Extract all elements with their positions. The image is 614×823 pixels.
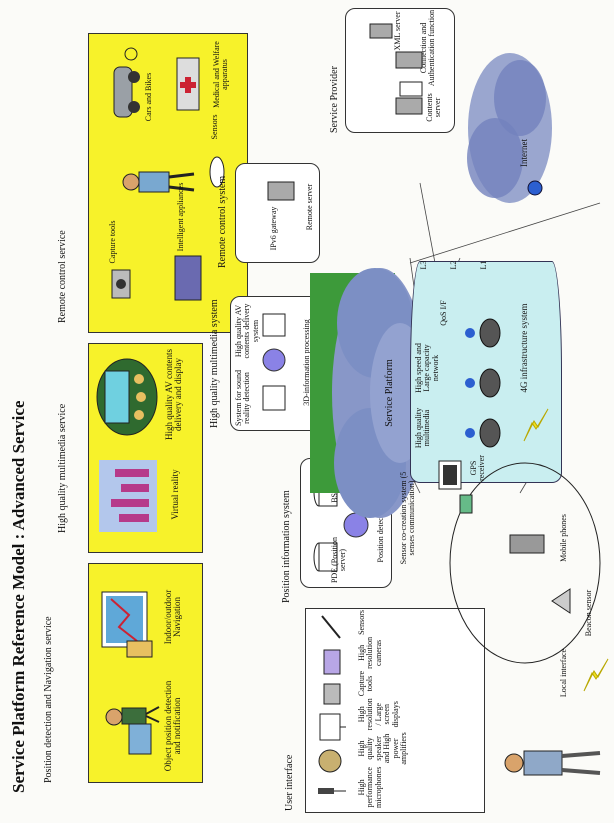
lightning-icon: [523, 408, 549, 442]
map-display-icon: [101, 591, 153, 658]
display-icon: [319, 713, 346, 741]
remote-capture-label: Capture tools: [108, 220, 117, 264]
sensor-icon: [209, 156, 225, 188]
navigation-label: Indoor/outdoor Navigation: [163, 589, 183, 645]
internet-cloud: [467, 53, 552, 203]
mobile-area: [449, 462, 601, 664]
sound-reality-label: System for sound reality detection: [234, 370, 252, 426]
auth-label: Connection and Authentication function: [419, 9, 437, 87]
qos-label: QoS I/F: [439, 300, 448, 326]
internet-label: Internet: [519, 139, 529, 167]
layer-l3-label: L3: [419, 260, 428, 270]
positioning-service-heading: Position detection and Navigation servic…: [43, 616, 54, 783]
lightning-icon: [583, 658, 609, 692]
microphone-icon: [318, 788, 346, 794]
multimedia-service-box: Virtual reality High quality AV contents…: [88, 343, 203, 553]
pde-label: PDE (Position server): [330, 537, 348, 584]
user-figure-icon: [504, 750, 601, 776]
high-speed-label: High speed and Large capacity network: [414, 343, 440, 393]
gateway-server-icon: [267, 181, 295, 201]
local-interface-label: Local interface: [559, 648, 568, 698]
camera-icon: [111, 269, 131, 299]
object-position-label: Object position detection and notificati…: [163, 680, 183, 772]
ipv6-gateway-label: IPv6 gateway: [269, 206, 278, 251]
xml-server-label: XML server: [393, 11, 402, 51]
ui-item: Capture tools: [357, 670, 375, 697]
remote-cars-label: Cars and Bikes: [144, 72, 153, 122]
user-interface-box: High performance microphones High qualit…: [305, 608, 485, 813]
contents-server-label: Contents server: [425, 93, 443, 122]
av-theater-icon: [96, 358, 158, 436]
remote-control-service-heading: Remote control service: [57, 230, 68, 323]
positioning-service-box: Object position detection and notificati…: [88, 563, 203, 783]
user-interface-heading: User interface: [284, 754, 295, 811]
provider-servers-icon: [369, 23, 423, 115]
medical-icon: [176, 57, 200, 111]
service-provider-box: Contents server Connection and Authentic…: [345, 8, 455, 133]
multimedia-system-icons: [262, 313, 286, 411]
gps-receiver-label: GPS receiver: [469, 455, 487, 481]
ui-item: High quality speaker and High power ampl…: [357, 732, 408, 765]
gps-receiver-icon: [459, 494, 473, 514]
car-bike-icon: [113, 47, 140, 118]
hq-multimedia-label: High quality multimedia: [414, 407, 432, 449]
virtual-reality-label: Virtual reality: [170, 469, 180, 520]
mobile-phones-label: Mobile phones: [559, 514, 568, 562]
layer-l2-label: L2: [449, 260, 458, 270]
position-system-heading: Position information system: [281, 490, 292, 603]
ui-item: High resolution / Large screen displays: [357, 698, 400, 731]
remote-server-label: Remote server: [305, 183, 314, 231]
surveyor-figure-icon: [105, 706, 160, 755]
ui-item: High performance microphones: [357, 766, 383, 808]
multimedia-system-heading: High quality multimedia system: [209, 299, 220, 428]
multimedia-service-heading: High quality multimedia service: [57, 403, 68, 533]
remote-control-service-box: Capture tools Intelligent appliances Sen…: [88, 33, 248, 333]
sensor-system-label: Sensor co-creation system (5 senses comm…: [399, 471, 417, 565]
layer-l1-label: L1: [479, 260, 488, 270]
beacon-sensor-label: Beacon sensor: [584, 589, 593, 637]
service-platform-label: Service Platform: [384, 359, 395, 427]
appliance-icon: [174, 255, 202, 301]
capture-tool-icon: [323, 683, 341, 705]
remote-person-icon: [122, 171, 195, 193]
sensor-pen-icon: [321, 615, 341, 639]
remote-system-heading: Remote control system: [217, 175, 228, 268]
pde-database-icon: [313, 542, 338, 572]
remote-intelligent-label: Intelligent appliances: [176, 182, 185, 252]
mobile-phone-icon: [509, 534, 545, 554]
service-provider-heading: Service Provider: [329, 66, 340, 133]
hd-camera-icon: [323, 649, 341, 675]
av-delivery-label: High quality AV contents delivery and di…: [164, 349, 184, 440]
beacon-sensor-icon: [551, 588, 571, 614]
infra-label: 4G infrastructure system: [519, 303, 529, 393]
infra-routers: [465, 318, 501, 448]
virtual-reality-icon: [99, 460, 157, 532]
multimedia-system-box: System for sound reality detection High …: [230, 296, 320, 431]
sensor-display-icon: [438, 460, 462, 490]
ui-icons: [318, 615, 346, 794]
remote-system-box: IPv6 gateway Remote server: [235, 163, 320, 263]
speaker-icon: [318, 749, 342, 773]
remote-medical-label: Medical and Welfare apparatus: [212, 41, 230, 108]
av-system-label: High quality AV contents delivery system: [234, 303, 260, 359]
